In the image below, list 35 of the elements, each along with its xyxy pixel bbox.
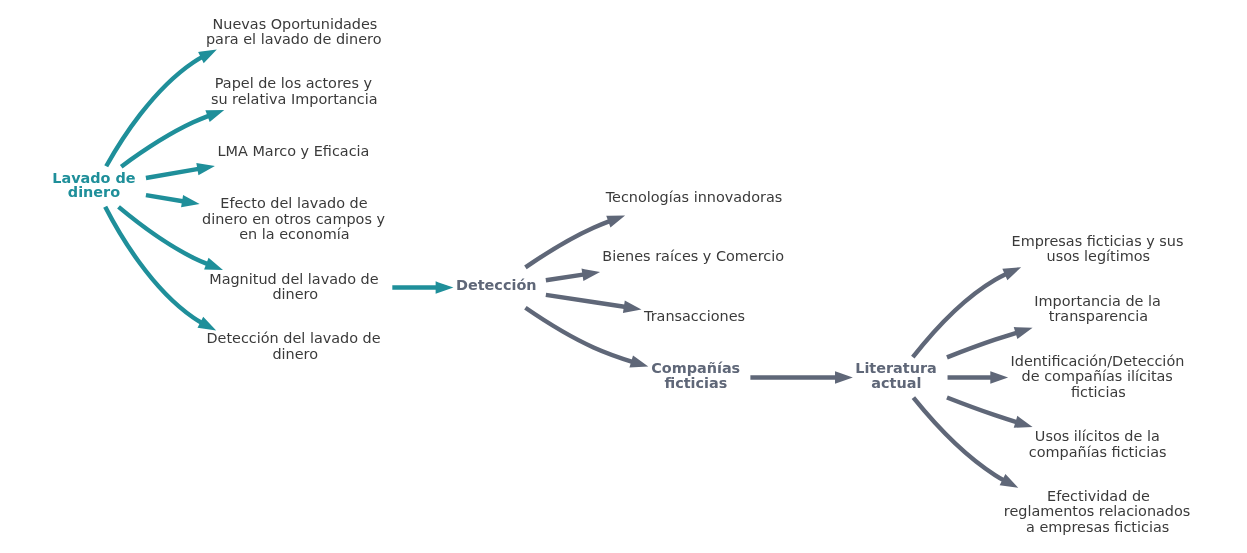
arrow bbox=[945, 395, 1033, 428]
arrow bbox=[102, 205, 216, 331]
arrow bbox=[145, 192, 200, 208]
arrow bbox=[523, 305, 648, 368]
node-text: Magnitud del lavado de dinero bbox=[208, 270, 379, 303]
arrow bbox=[749, 371, 853, 384]
node-text: Transacciones bbox=[643, 308, 745, 325]
arrow bbox=[523, 215, 625, 270]
node-text: Identificación/Detección de compañías ilícitas ficticias bbox=[1009, 352, 1184, 400]
arrow bbox=[947, 371, 1008, 384]
arrow bbox=[945, 327, 1033, 360]
node-text: Efecto del lavado de dinero en otros campos y en la economía bbox=[201, 195, 385, 243]
node-text: Tecnologías innovadoras bbox=[605, 188, 782, 205]
node-text: Detección bbox=[455, 277, 537, 294]
arrow bbox=[545, 292, 641, 313]
node-text: Bienes raíces y Comercio bbox=[601, 248, 784, 265]
node-text: Papel de los actores y su relativa Importancia bbox=[210, 75, 378, 107]
arrow bbox=[145, 163, 215, 181]
arrow bbox=[911, 396, 1018, 488]
node-text: Nuevas Oportunidades para el lavado de dinero bbox=[205, 15, 382, 48]
node-text: Efectividad de reglamentos relacionados a empresas ficticias bbox=[1003, 487, 1190, 536]
arrow bbox=[391, 281, 453, 294]
node-text: Empresas ficticias y sus usos legítimos bbox=[1011, 232, 1183, 265]
node-text: LMA Marco y Eficacia bbox=[217, 143, 369, 160]
node-text: Lavado de dinero bbox=[51, 169, 136, 201]
node-text: Compañías ficticias bbox=[650, 360, 740, 391]
node-text: Literatura actual bbox=[854, 360, 937, 391]
arrow bbox=[103, 49, 217, 168]
node-text: Importancia de la transparencia bbox=[1033, 292, 1161, 325]
arrow bbox=[545, 268, 600, 283]
arrow bbox=[910, 267, 1021, 359]
arrow bbox=[116, 205, 223, 270]
node-text: Detección del lavado de dinero bbox=[205, 330, 381, 363]
node-text: Usos ilícitos de la compañías ficticias bbox=[1028, 428, 1166, 460]
arrow bbox=[119, 110, 224, 169]
